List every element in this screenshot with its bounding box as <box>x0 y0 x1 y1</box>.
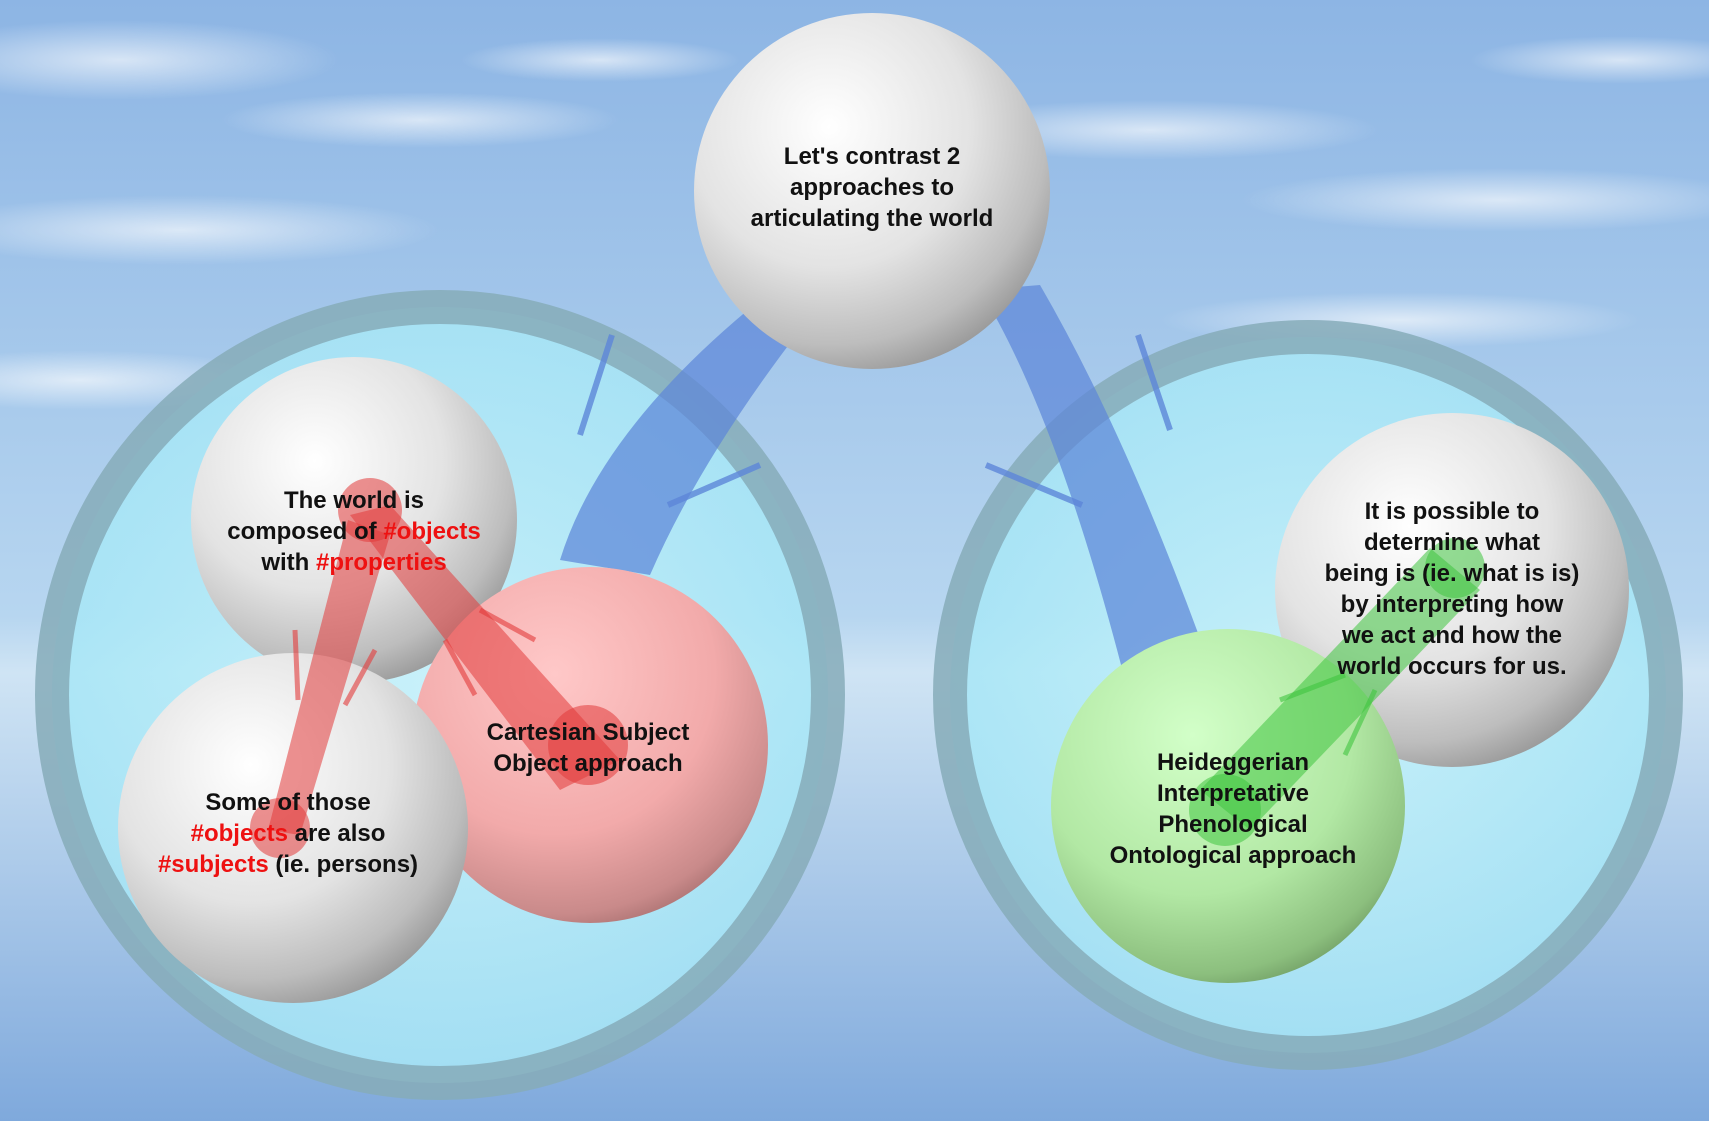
cartesian-node-joint <box>548 705 628 785</box>
heideggerian-connector <box>1189 538 1485 846</box>
top-to-cartesian-connector <box>560 300 800 575</box>
top-to-heideggerian-connector <box>980 285 1215 700</box>
cartesian-connectors <box>250 478 628 858</box>
world-node-joint <box>338 478 402 542</box>
world-to-objects-connector <box>268 520 390 835</box>
cloud-layer <box>0 20 1709 410</box>
objects-node-joint <box>250 798 310 858</box>
top-node-sphere <box>694 13 1050 369</box>
blue-connector-ticks <box>577 334 1173 508</box>
world-to-cartesian-connector <box>350 505 620 790</box>
